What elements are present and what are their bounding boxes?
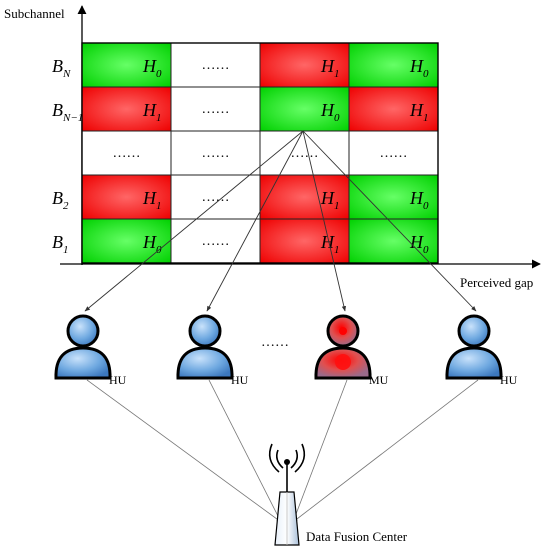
y-axis-label: Subchannel <box>4 6 65 21</box>
row-label: BN−1 <box>52 100 83 124</box>
report-link <box>292 379 348 523</box>
row-label: B1 <box>52 232 69 256</box>
x-axis-label: Perceived gap <box>460 275 533 290</box>
user-label: HU <box>231 373 249 387</box>
fusion-center: Data Fusion Center <box>268 443 408 546</box>
grid-cell: H1 <box>81 174 172 220</box>
grid-cell: H0 <box>259 86 350 132</box>
row-label: BN <box>52 56 71 80</box>
grid-cell: H0 <box>81 42 172 88</box>
hypothesis-label: H1 <box>320 232 340 256</box>
hypothesis-label: H0 <box>320 100 340 124</box>
report-link <box>86 379 282 523</box>
antenna-tower-icon <box>268 443 306 546</box>
grid-cell: H0 <box>348 174 439 220</box>
user-label: MU <box>369 373 389 387</box>
users: HU HU MU HU …… <box>54 314 518 387</box>
honest-user: HU <box>445 314 518 387</box>
sensing-link <box>302 130 346 312</box>
user-icon <box>445 314 503 380</box>
users-gap-ellipsis: …… <box>261 335 289 350</box>
hypothesis-label: H0 <box>409 232 429 256</box>
hypothesis-label: H1 <box>142 100 162 124</box>
grid-cell: …… <box>170 130 261 176</box>
grid-cell: …… <box>170 86 261 132</box>
user-icon <box>54 314 112 380</box>
row-label: B2 <box>52 188 69 212</box>
ellipsis-text: …… <box>291 146 319 161</box>
hypothesis-label: H0 <box>409 56 429 80</box>
malicious-user: MU <box>314 314 389 387</box>
grid-cell: …… <box>81 130 172 176</box>
ellipsis-text: …… <box>113 146 141 161</box>
report-link <box>292 379 479 523</box>
fusion-center-label: Data Fusion Center <box>306 529 408 544</box>
sensing-link <box>302 130 477 312</box>
links <box>84 130 479 523</box>
ellipsis-text: …… <box>202 190 230 205</box>
hypothesis-label: H0 <box>142 56 162 80</box>
axes: Subchannel Perceived gap <box>4 5 541 290</box>
grid-cell: H1 <box>259 174 350 220</box>
grid-cell: H1 <box>81 86 172 132</box>
hypothesis-label: H1 <box>409 100 429 124</box>
hypothesis-label: H1 <box>320 188 340 212</box>
hypothesis-label: H1 <box>142 188 162 212</box>
grid-cell: H0 <box>81 218 172 264</box>
user-icon <box>314 314 372 380</box>
honest-user: HU <box>54 314 127 387</box>
grid-cell: …… <box>170 42 261 88</box>
ellipsis-text: …… <box>202 146 230 161</box>
grid-cell: H1 <box>259 42 350 88</box>
hypothesis-label: H1 <box>320 56 340 80</box>
grid-cell: H0 <box>348 42 439 88</box>
ellipsis-text: …… <box>202 102 230 117</box>
user-label: HU <box>109 373 127 387</box>
honest-user: HU <box>176 314 249 387</box>
grid-cell: H1 <box>259 218 350 264</box>
hypothesis-label: H0 <box>409 188 429 212</box>
ellipsis-text: …… <box>202 58 230 73</box>
user-icon <box>176 314 234 380</box>
ellipsis-text: …… <box>202 234 230 249</box>
report-link <box>208 379 282 523</box>
sensing-link <box>84 130 304 312</box>
ellipsis-text: …… <box>380 146 408 161</box>
grid-cell: …… <box>170 218 261 264</box>
grid-cell: …… <box>170 174 261 220</box>
grid-cell: …… <box>348 130 439 176</box>
grid-cell: H1 <box>348 86 439 132</box>
sensing-link <box>206 130 304 312</box>
user-label: HU <box>500 373 518 387</box>
